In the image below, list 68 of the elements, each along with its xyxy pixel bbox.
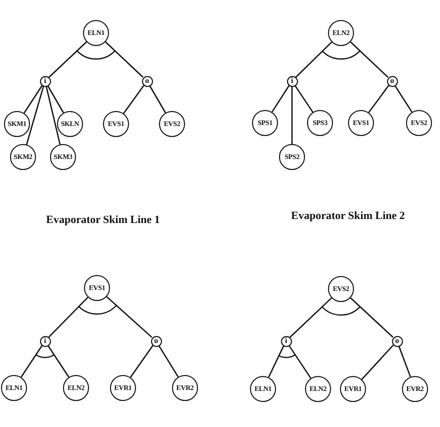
connector-node <box>40 336 50 346</box>
connector-node <box>142 76 152 86</box>
circle-node <box>250 376 276 402</box>
connector-node <box>280 336 292 346</box>
connector-line <box>48 296 88 338</box>
connector-line <box>271 85 290 112</box>
circle-node <box>63 375 89 401</box>
circle-node <box>110 375 136 401</box>
connector-line <box>288 345 312 379</box>
node-label: i <box>44 337 46 345</box>
node-label: i <box>290 77 294 85</box>
connector-line <box>394 85 413 112</box>
circle-node <box>4 111 30 137</box>
circle-node <box>57 111 83 137</box>
connector-node <box>386 76 398 86</box>
connector-line <box>106 296 152 338</box>
circle-node <box>83 20 109 46</box>
circle-node <box>50 144 76 170</box>
connector-line <box>368 85 390 113</box>
node-label: o <box>154 337 158 345</box>
circle-node <box>1 375 27 401</box>
circle-node <box>328 20 354 46</box>
connector-node <box>286 76 298 86</box>
circle-node <box>159 111 185 137</box>
connector-line <box>294 85 314 113</box>
node-label: o <box>395 337 399 345</box>
connector-line <box>295 42 332 78</box>
connector-line <box>24 85 43 114</box>
circle-node <box>307 110 333 136</box>
connector-line <box>268 346 284 378</box>
connector-line <box>20 345 43 378</box>
connector-line <box>350 297 394 338</box>
circle-node <box>103 111 129 137</box>
connector-line <box>105 41 144 78</box>
connector-node <box>392 336 402 346</box>
tree-caption: Evaporator Skim Line 2 <box>291 210 405 222</box>
connector-line <box>48 41 87 78</box>
node-label: o <box>390 77 394 85</box>
connector-line <box>26 86 44 145</box>
node-label: o <box>145 77 149 85</box>
tree-caption: Evaporator Skim Line 1 <box>46 214 160 226</box>
connector-line <box>158 345 179 378</box>
connector-line <box>149 85 166 114</box>
circle-node <box>406 110 432 136</box>
connector-line <box>350 41 388 78</box>
circle-node <box>279 144 305 170</box>
circle-node <box>305 376 331 402</box>
connector-line <box>47 345 70 378</box>
connector-line <box>290 297 332 338</box>
circle-node <box>84 275 110 301</box>
circle-node <box>328 276 354 302</box>
circle-node <box>172 375 198 401</box>
connector-line <box>123 85 144 114</box>
node-label: i <box>284 337 288 345</box>
connector-node <box>40 76 50 86</box>
connector-node <box>150 336 162 346</box>
circle-node <box>402 376 428 402</box>
connector-line <box>398 346 412 378</box>
node-label: i <box>44 77 46 85</box>
connector-line <box>130 345 154 378</box>
circle-node <box>10 144 36 170</box>
connector-line <box>361 344 394 380</box>
connector-line <box>46 86 61 144</box>
connector-line <box>291 86 293 144</box>
circle-node <box>348 110 374 136</box>
circle-node <box>252 110 278 136</box>
circle-node <box>340 376 366 402</box>
connector-line <box>47 85 64 114</box>
